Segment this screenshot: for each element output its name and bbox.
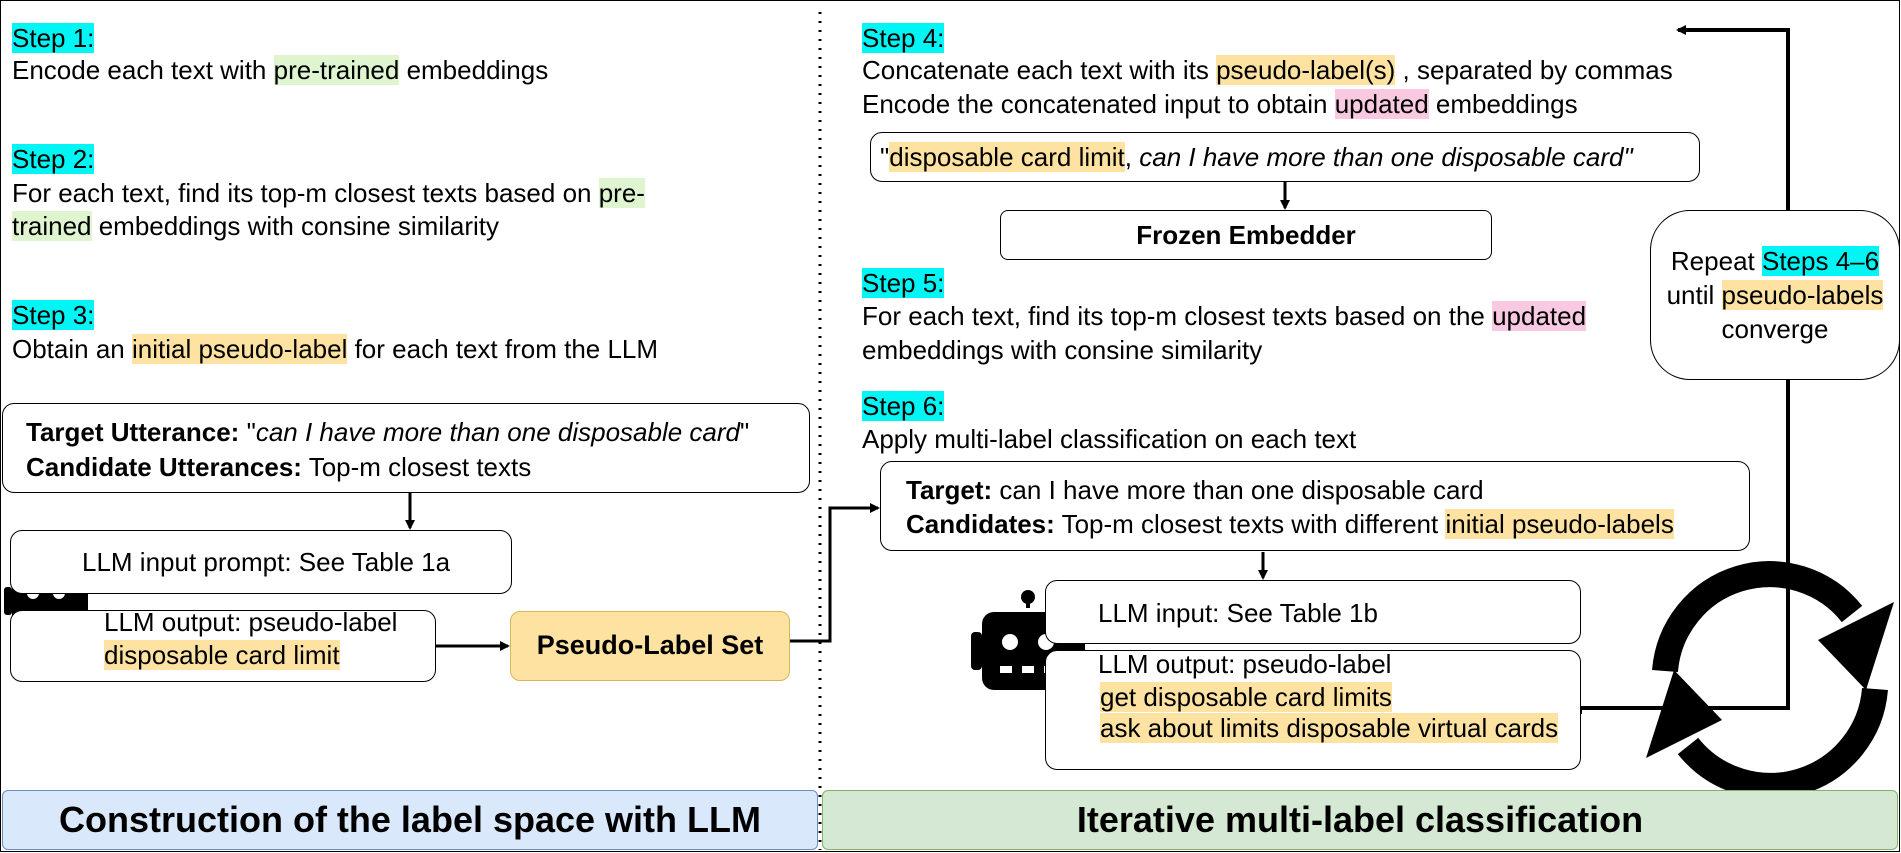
arrow-set-to-target: [790, 503, 880, 643]
step4-text-line2: Encode the concatenated input to obtain …: [862, 89, 1578, 119]
pseudo-label-set: Pseudo-Label Set: [510, 611, 790, 681]
refresh-cycle-icon: [1646, 561, 1894, 799]
footer-iterative: Iterative multi-label classification: [822, 790, 1898, 850]
repeat-line1: Repeat Steps 4–6: [1670, 246, 1880, 276]
step4-text-line1: Concatenate each text with its pseudo-la…: [862, 55, 1673, 85]
frozen-embedder-box: [1000, 210, 1492, 260]
utterance-box: [2, 403, 810, 493]
frozen-embedder-label: Frozen Embedder: [1136, 220, 1356, 250]
step5-label: Step 5:: [862, 268, 945, 298]
llm-output-item-2: ask about limits disposable virtual card…: [1100, 713, 1559, 743]
classification-candidates: Candidates: Top-m closest texts with dif…: [906, 509, 1674, 539]
target-utterance: Target Utterance: "can I have more than …: [26, 417, 750, 447]
classification-target: Target: can I have more than one disposa…: [906, 475, 1484, 505]
llm-output-item-1: get disposable card limits: [1100, 682, 1392, 712]
step4-label: Step 4:: [862, 23, 945, 53]
step6-text: Apply multi-label classification on each…: [862, 424, 1357, 454]
step2-text-line1: For each text, find its top-m closest te…: [12, 178, 645, 208]
step1-label: Step 1:: [12, 23, 95, 53]
footer-construction: Construction of the label space with LLM: [2, 790, 818, 850]
step6-label: Step 6:: [862, 391, 945, 421]
step3-label: Step 3:: [12, 300, 95, 330]
llm-input-box: [1045, 580, 1581, 644]
step5-text-line2: embeddings with consine similarity: [862, 335, 1263, 365]
llm-prompt-box: [10, 530, 512, 594]
candidate-utterances: Candidate Utterances: Top-m closest text…: [26, 452, 532, 482]
step5-text-line1: For each text, find its top-m closest te…: [862, 301, 1587, 331]
llm-input-text: LLM input: See Table 1b: [1098, 598, 1378, 628]
step3-text: Obtain an initial pseudo-label for each …: [12, 334, 659, 364]
llm-output-label: LLM output: pseudo-label: [104, 607, 398, 637]
llm-output-value: disposable card limit: [104, 640, 340, 670]
step2-text-line2: trained embeddings with consine similari…: [12, 211, 500, 241]
concat-input-text: "disposable card limit, can I have more …: [880, 142, 1633, 172]
llm-prompt-text: LLM input prompt: See Table 1a: [82, 547, 451, 577]
step1-text: Encode each text with pre-trained embedd…: [12, 55, 549, 85]
repeat-line2: until pseudo-labels: [1666, 280, 1884, 310]
step2-label: Step 2:: [12, 144, 95, 174]
repeat-line3: converge: [1721, 314, 1829, 344]
llm-output-label-right: LLM output: pseudo-label: [1098, 649, 1392, 679]
